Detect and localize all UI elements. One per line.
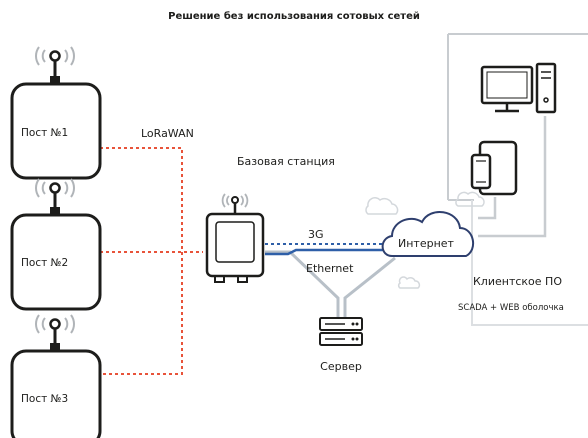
desktop-wire (478, 116, 547, 238)
antenna-icon (35, 178, 75, 198)
server-wire-right (343, 256, 396, 318)
pc-tower-icon (535, 62, 557, 114)
desktop-computer (480, 62, 557, 114)
antenna-icon (221, 193, 249, 208)
antenna-icon (35, 314, 75, 334)
cloud-icon (365, 197, 399, 215)
server-wire-left (265, 250, 340, 318)
antenna-icon (35, 46, 75, 66)
client-software-sublabel: SCADA + WEB оболочка (458, 303, 564, 313)
tablet-wire (478, 197, 497, 220)
base-station-body (205, 212, 265, 278)
lorawan-links (100, 147, 203, 375)
post-3: Пост №3 (10, 314, 102, 438)
phone-icon (470, 153, 492, 190)
decor-clouds (365, 191, 485, 289)
client-software-label: Клиентское ПО (473, 275, 562, 288)
lorawan-label: LoRaWAN (141, 127, 194, 140)
base-station (205, 193, 265, 283)
base-station-label: Базовая станция (237, 155, 335, 168)
server: Сервер (319, 317, 363, 373)
cloud-icon (381, 210, 475, 257)
cloud-icon (455, 191, 485, 207)
post-label: Пост №3 (21, 393, 68, 405)
link-3g-label: 3G (308, 228, 324, 241)
mobile-devices (470, 140, 518, 196)
server-label: Сервер (320, 360, 362, 373)
server-icon (319, 317, 363, 346)
internet-cloud: Интернет (381, 210, 475, 257)
post-box (10, 213, 102, 311)
post-box (10, 349, 102, 438)
post-box (10, 82, 102, 180)
post-label: Пост №1 (21, 127, 68, 139)
internet-label: Интернет (398, 237, 455, 250)
link-ethernet-line (265, 248, 390, 256)
link-ethernet-label: Ethernet (306, 262, 354, 275)
post-2: Пост №2 (10, 178, 102, 311)
diagram-title: Решение без использования сотовых сетей (168, 10, 420, 22)
post-label: Пост №2 (21, 257, 68, 269)
client-panel-frame (447, 33, 588, 201)
post-1: Пост №1 (10, 46, 102, 180)
lorawan-link-post1-post3 (100, 147, 183, 375)
cloud-icon (397, 276, 421, 289)
base-station-panel (215, 221, 255, 263)
